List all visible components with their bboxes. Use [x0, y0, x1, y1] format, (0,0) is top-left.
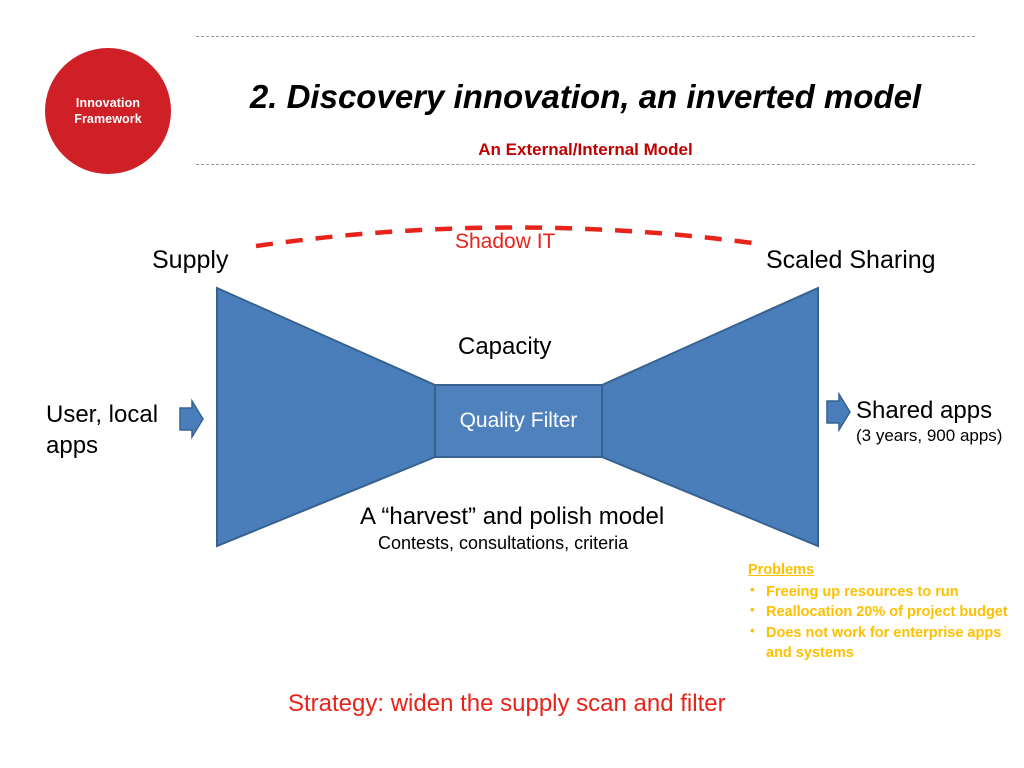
problems-list: Freeing up resources to run Reallocation…	[748, 581, 1020, 664]
capacity-label: Capacity	[458, 333, 552, 360]
output-arrow-icon	[826, 391, 851, 433]
harvest-model-sublabel: Contests, consultations, criteria	[378, 533, 629, 553]
scaled-sharing-label: Scaled Sharing	[766, 246, 936, 274]
quality-filter-shape	[434, 384, 603, 458]
shadow-it-label: Shadow IT	[455, 230, 556, 253]
harvest-model-label: A “harvest” and polish model	[360, 503, 665, 530]
input-arrow-icon	[179, 398, 204, 440]
output-label: Shared apps	[856, 397, 993, 424]
strategy-statement: Strategy: widen the supply scan and filt…	[288, 690, 726, 717]
output-label-group: Shared apps (3 years, 900 apps)	[856, 397, 1024, 447]
header-divider-bottom	[196, 164, 975, 165]
supply-label: Supply	[152, 246, 229, 274]
page-subtitle: An External/Internal Model	[478, 140, 693, 159]
list-item: Reallocation 20% of project budget	[748, 601, 1020, 623]
problems-title: Problems	[748, 562, 815, 578]
innovation-framework-badge: Innovation Framework	[45, 48, 171, 174]
page-title: 2. Discovery innovation, an inverted mod…	[249, 78, 922, 115]
badge-label-line2: Framework	[74, 112, 142, 126]
output-sublabel: (3 years, 900 apps)	[856, 426, 1003, 446]
input-label: User, local apps	[46, 401, 159, 459]
list-item: Freeing up resources to run	[748, 581, 1020, 603]
list-item: Does not work for enterprise apps and sy…	[748, 622, 1020, 664]
shadow-it-arc	[255, 225, 761, 249]
header-divider-top	[196, 36, 975, 37]
quality-filter-label: Quality Filter	[459, 409, 578, 432]
problems-callout: Problems Freeing up resources to run Rea…	[748, 560, 1020, 664]
badge-label-line1: Innovation	[75, 95, 141, 110]
